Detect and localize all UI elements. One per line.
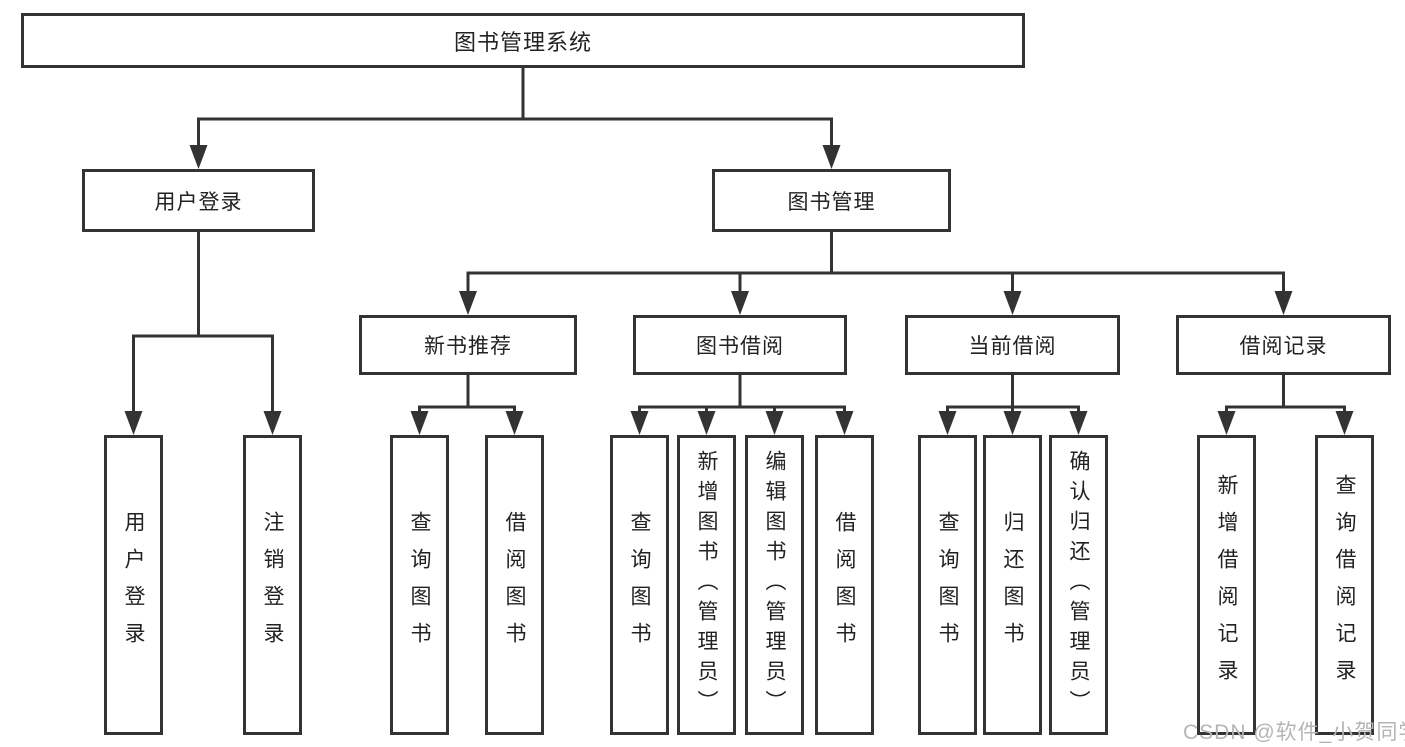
leaf-label: 确认归还（管理员） bbox=[1067, 450, 1090, 720]
arrowhead bbox=[1335, 411, 1354, 435]
leaf-label: 查询图书 bbox=[408, 511, 431, 659]
connector-borrow-children bbox=[638, 373, 846, 418]
node-borrow-record: 借阅记录 bbox=[1176, 315, 1391, 375]
connector-record-children bbox=[1225, 373, 1346, 418]
node-current-borrow: 当前借阅 bbox=[905, 315, 1120, 375]
leaf-label: 查询图书 bbox=[936, 511, 959, 659]
arrowhead bbox=[1217, 411, 1236, 435]
leaf-label: 编辑图书（管理员） bbox=[763, 450, 786, 720]
node-leaf-borrow-book-1: 借阅图书 bbox=[485, 435, 544, 735]
node-leaf-query-book-2: 查询图书 bbox=[610, 435, 669, 735]
connector-root-to-l2 bbox=[197, 66, 833, 152]
arrowhead bbox=[189, 145, 208, 169]
arrowhead bbox=[410, 411, 429, 435]
arrowhead bbox=[765, 411, 784, 435]
leaf-label: 借阅图书 bbox=[833, 511, 856, 659]
arrowhead bbox=[731, 291, 749, 315]
csdn-watermark: CSDN @软件_小贺同学 bbox=[1183, 721, 1405, 744]
arrowhead bbox=[1003, 291, 1022, 315]
leaf-label: 用户登录 bbox=[122, 511, 145, 659]
arrowhead bbox=[822, 145, 841, 169]
leaf-label: 注销登录 bbox=[261, 511, 284, 659]
leaf-label: 新增借阅记录 bbox=[1215, 474, 1238, 696]
arrowhead bbox=[630, 411, 649, 435]
node-leaf-edit-book-admin: 编辑图书（管理员） bbox=[745, 435, 804, 735]
connector-book-mgmt-children bbox=[466, 230, 1285, 299]
arrowhead bbox=[1003, 411, 1022, 435]
node-leaf-borrow-book-2: 借阅图书 bbox=[815, 435, 874, 735]
arrowhead bbox=[124, 411, 143, 435]
leaf-label: 归还图书 bbox=[1001, 511, 1024, 659]
node-user-login-branch: 用户登录 bbox=[82, 169, 315, 232]
node-leaf-add-book-admin: 新增图书（管理员） bbox=[677, 435, 736, 735]
node-new-book-recommend: 新书推荐 bbox=[359, 315, 577, 375]
connector-user-login-children bbox=[132, 230, 274, 416]
arrowhead bbox=[505, 411, 524, 435]
arrowhead bbox=[835, 411, 854, 435]
node-leaf-return-book: 归还图书 bbox=[983, 435, 1042, 735]
connector-current-children bbox=[946, 373, 1080, 418]
leaf-label: 借阅图书 bbox=[503, 511, 526, 659]
node-leaf-query-book-1: 查询图书 bbox=[390, 435, 449, 735]
node-library-system: 图书管理系统 bbox=[21, 13, 1025, 68]
arrowhead bbox=[938, 411, 957, 435]
node-book-management-branch: 图书管理 bbox=[712, 169, 951, 232]
arrowhead bbox=[459, 291, 477, 315]
arrowhead bbox=[1274, 291, 1293, 315]
arrowhead bbox=[263, 411, 282, 435]
node-leaf-logout: 注销登录 bbox=[243, 435, 302, 735]
node-leaf-confirm-return-admin: 确认归还（管理员） bbox=[1049, 435, 1108, 735]
node-leaf-query-borrow-record: 查询借阅记录 bbox=[1315, 435, 1374, 735]
leaf-label: 查询借阅记录 bbox=[1333, 474, 1356, 696]
node-leaf-query-book-3: 查询图书 bbox=[918, 435, 977, 735]
node-leaf-add-borrow-record: 新增借阅记录 bbox=[1197, 435, 1256, 735]
connector-new-book-children bbox=[418, 373, 516, 418]
arrowhead bbox=[1069, 411, 1088, 435]
leaf-label: 查询图书 bbox=[628, 511, 651, 659]
node-leaf-user-login: 用户登录 bbox=[104, 435, 163, 735]
arrowhead bbox=[697, 411, 716, 435]
leaf-label: 新增图书（管理员） bbox=[695, 450, 718, 720]
node-book-borrow: 图书借阅 bbox=[633, 315, 847, 375]
